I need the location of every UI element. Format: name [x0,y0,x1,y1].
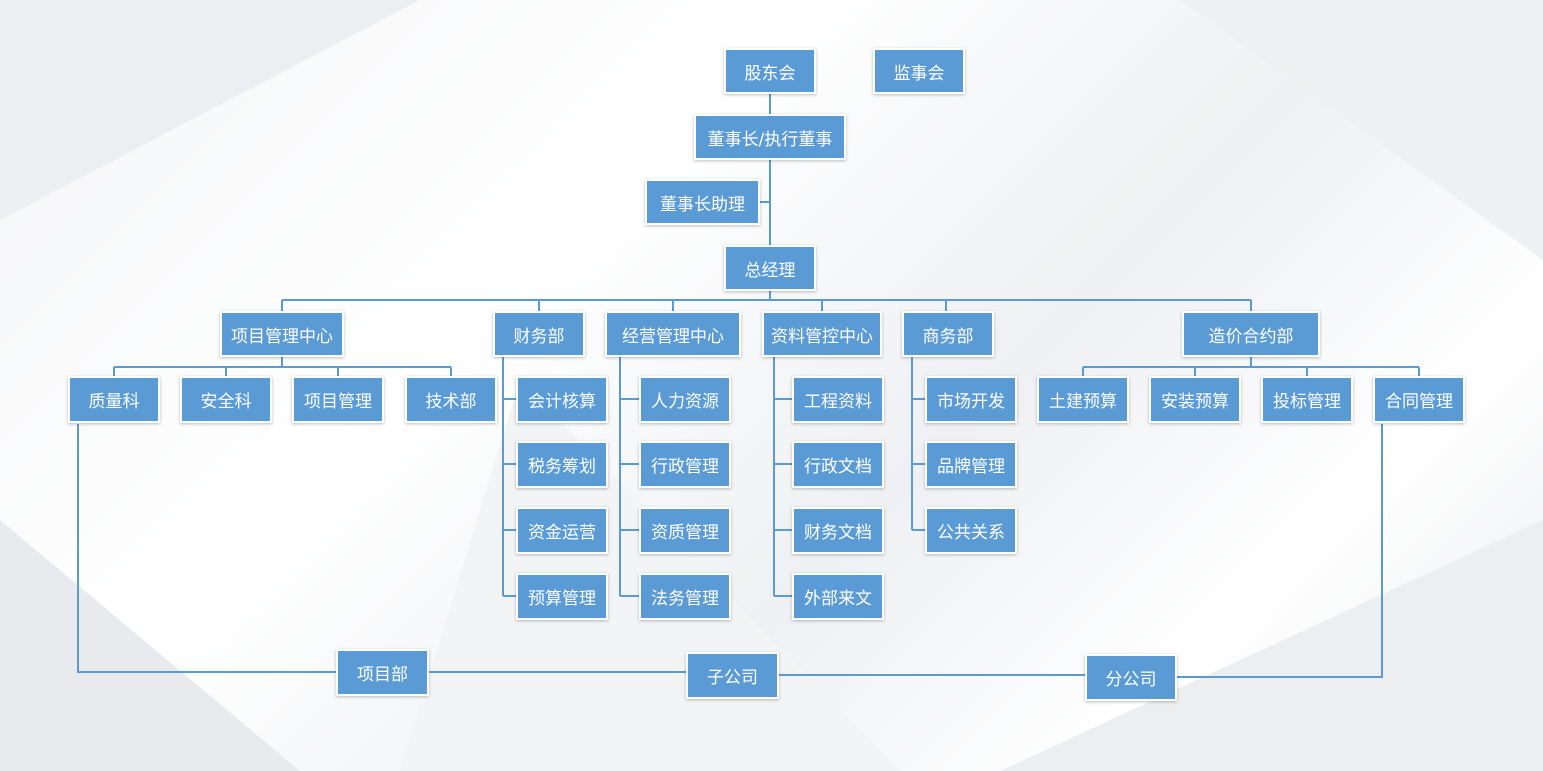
node-project-center: 项目管理中心 [220,311,344,357]
node-chairman: 董事长/执行董事 [694,114,846,160]
node-safety: 安全科 [180,376,272,423]
node-qualification: 资质管理 [639,507,731,554]
node-hr: 人力资源 [639,376,731,423]
node-general-manager: 总经理 [724,245,816,291]
node-brand: 品牌管理 [925,441,1017,488]
node-engineering-docs: 工程资料 [792,376,884,423]
node-admin-docs: 行政文档 [792,441,884,488]
node-shareholders: 股东会 [724,48,816,94]
node-subsidiary: 子公司 [686,652,779,699]
node-civil-budget: 土建预算 [1037,376,1129,423]
node-technology: 技术部 [405,376,497,423]
node-tax-planning: 税务筹划 [516,441,608,488]
node-operations: 经营管理中心 [605,311,741,357]
node-project-dept: 项目部 [336,649,429,696]
node-market-dev: 市场开发 [925,376,1017,423]
node-cost-contract: 造价合约部 [1182,311,1320,357]
node-supervisors: 监事会 [873,48,965,94]
node-legal: 法务管理 [639,573,731,620]
node-chairman-assistant: 董事长助理 [645,179,760,225]
node-quality: 质量科 [68,376,160,423]
node-public-relations: 公共关系 [925,507,1017,554]
node-budget: 预算管理 [516,573,608,620]
node-fund-operation: 资金运营 [516,507,608,554]
node-finance: 财务部 [493,311,585,357]
node-records: 资料管控中心 [762,311,882,357]
node-project-management: 项目管理 [292,376,384,423]
node-install-budget: 安装预算 [1149,376,1241,423]
node-external-docs: 外部来文 [792,573,884,620]
node-contract: 合同管理 [1373,376,1465,423]
node-business: 商务部 [902,311,994,357]
node-finance-docs: 财务文档 [792,507,884,554]
node-bidding: 投标管理 [1261,376,1353,423]
node-branch: 分公司 [1085,654,1177,701]
node-admin: 行政管理 [639,441,731,488]
node-accounting: 会计核算 [516,376,608,423]
